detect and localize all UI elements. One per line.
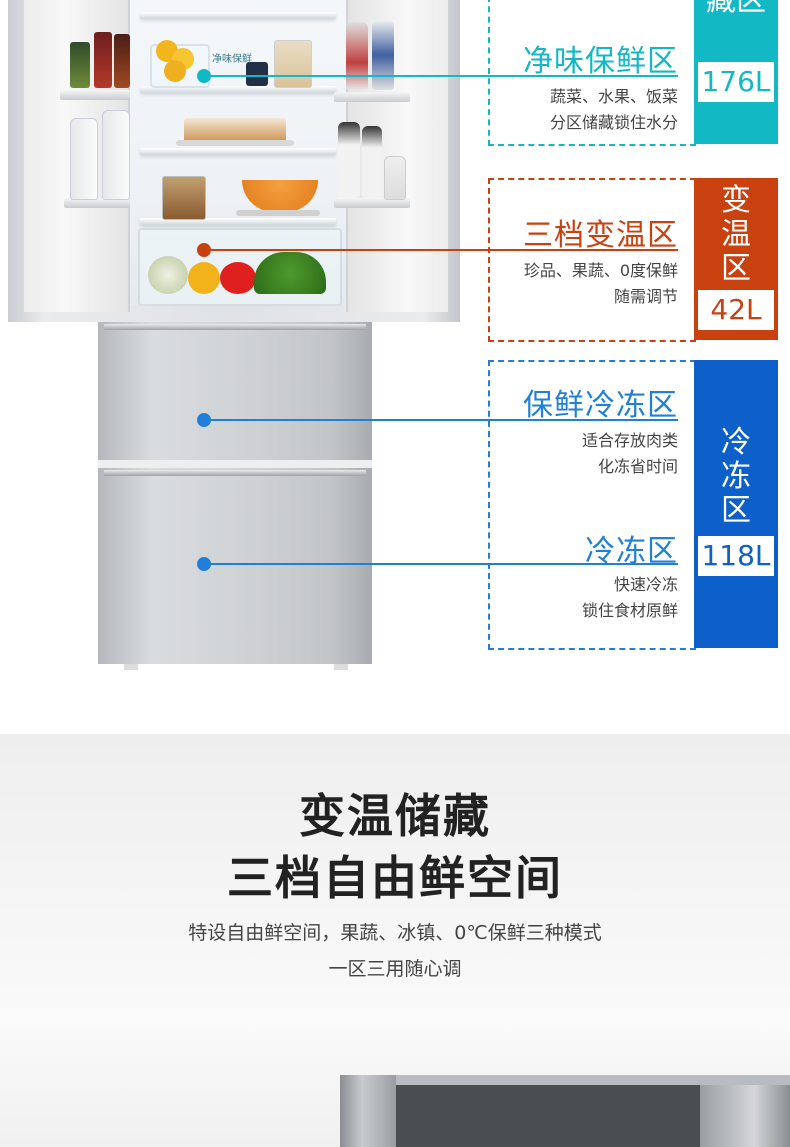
freeze-title: 冷冻区 (585, 534, 678, 569)
freezer-zone-box (488, 360, 696, 650)
door-bin (64, 198, 130, 208)
freeze-leader (204, 563, 678, 565)
freezer-zone-tag: 冷 冻 区 118L (694, 360, 778, 648)
milk-bottle (70, 118, 98, 200)
variable-zone-tag-char-3: 区 (721, 251, 751, 286)
fresh-drawer-label: 净味保鲜 (212, 54, 252, 65)
fridge-foot (124, 664, 138, 670)
soft-freeze-leader (204, 419, 678, 421)
fresh-zone-tag: 藏区 176L (694, 0, 778, 144)
plate (236, 210, 320, 216)
door-bin (334, 92, 410, 102)
fridge-open-top (340, 1075, 790, 1085)
freeze-desc-1: 快速冷冻 (613, 575, 678, 594)
door-bin (334, 198, 410, 208)
fresh-zone-capacity: 176L (698, 62, 774, 102)
nut-jar (274, 40, 312, 88)
fresh-zone-title: 净味保鲜区 (523, 44, 678, 79)
fresh-zone-desc-2: 分区储藏锁住水分 (549, 113, 678, 132)
spice-jar (162, 176, 206, 220)
jar (246, 62, 268, 86)
soft-freeze-title: 保鲜冷冻区 (523, 388, 678, 423)
yellow-pepper (188, 262, 220, 294)
fresh-zone-leader (204, 75, 678, 77)
red-pepper (220, 262, 256, 294)
freezer-drawer-upper (98, 322, 372, 460)
lemon (164, 60, 186, 82)
cake (184, 118, 286, 144)
feature-subtitle-2: 一区三用随心调 (328, 958, 462, 980)
variable-zone-desc-1: 珍品、果蔬、0度保鲜 (523, 261, 678, 280)
fridge-open-interior (396, 1085, 700, 1147)
jar (70, 42, 90, 88)
soft-freeze-desc-2: 化冻省时间 (597, 457, 678, 476)
jar (384, 156, 406, 200)
soft-freeze-desc-1: 适合存放肉类 (581, 431, 678, 450)
freezer-drawer-lower (98, 468, 372, 664)
freezer-zone-tag-char-2: 冻 (721, 459, 751, 494)
drawer-handle (104, 470, 366, 476)
feature-heading-2: 三档自由鲜空间 (227, 851, 563, 905)
fresh-zone-desc-1: 蔬菜、水果、饭菜 (549, 87, 678, 106)
variable-zone-tag-char-1: 变 (721, 183, 751, 218)
drawer-handle (104, 324, 366, 330)
variable-zone-desc-2: 随需调节 (613, 287, 678, 306)
fresh-zone-tag-label: 藏区 (706, 0, 766, 18)
cake-plate (176, 140, 294, 146)
variable-zone-tag: 变 温 区 42L (694, 178, 778, 340)
cabbage (148, 256, 188, 294)
freeze-desc-2: 锁住食材原鲜 (581, 601, 678, 620)
fridge-open-right-door (700, 1085, 790, 1147)
greens (254, 252, 326, 294)
freezer-zone-capacity: 118L (698, 536, 774, 576)
variable-zone-box (488, 178, 696, 342)
door-bin (60, 90, 130, 100)
fridge-open-left-door (340, 1075, 396, 1147)
feature-subtitle-1: 特设自由鲜空间，果蔬、冰镇、0℃保鲜三种模式 (188, 922, 602, 944)
variable-zone-title: 三档变温区 (523, 218, 678, 253)
variable-zone-leader (204, 249, 678, 251)
variable-zone-capacity: 42L (698, 290, 774, 330)
fridge-shelf (140, 148, 336, 155)
jar (114, 34, 130, 88)
dressing-bottle (362, 126, 382, 198)
fridge-shelf (140, 86, 336, 93)
fresh-zone-box (488, 0, 696, 146)
sauce-bottle (346, 22, 368, 90)
fridge-foot (334, 664, 348, 670)
feature-heading-1: 变温储藏 (299, 789, 491, 843)
jar (94, 32, 112, 88)
dressing-bottle (338, 122, 360, 198)
fridge-shelf (140, 12, 336, 19)
sauce-bottle (372, 20, 394, 90)
drawer-gap (98, 460, 372, 468)
fridge-shelf (140, 218, 336, 225)
variable-zone-tag-char-2: 温 (721, 217, 751, 252)
freezer-zone-tag-char-1: 冷 (721, 425, 751, 460)
milk-bottle (102, 110, 130, 200)
freezer-zone-tag-char-3: 区 (721, 493, 751, 528)
